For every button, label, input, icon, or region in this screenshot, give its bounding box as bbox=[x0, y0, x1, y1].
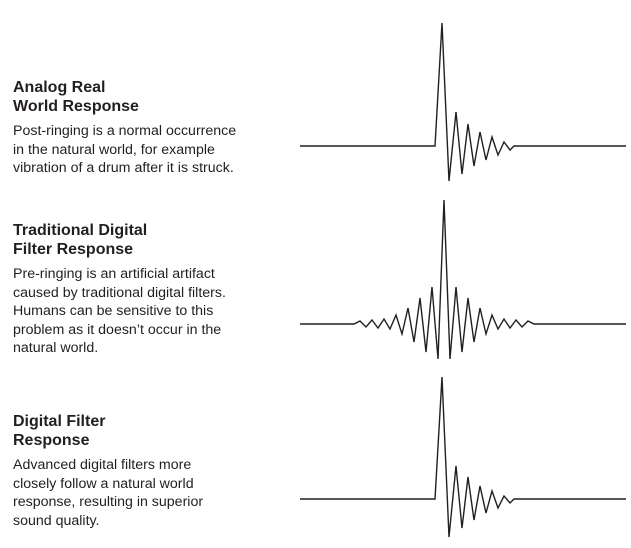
desc-line: problem as it doesn’t occur in the bbox=[13, 321, 222, 338]
analog-impulse-waveform bbox=[300, 22, 626, 182]
title-line: World Response bbox=[13, 98, 139, 115]
desc-line: Humans can be sensitive to this bbox=[13, 303, 214, 319]
title-line: Filter Response bbox=[13, 241, 134, 258]
desc-line: response, resulting in superior bbox=[13, 494, 204, 510]
digital-filter-description: Advanced digital filters more closely fo… bbox=[13, 456, 303, 530]
desc-line: vibration of a drum after it is struck. bbox=[13, 160, 234, 176]
digital-filter-section: Digital Filter Response Advanced digital… bbox=[13, 412, 303, 530]
desc-line: caused by traditional digital filters. bbox=[13, 284, 226, 301]
impulse-waveform-line bbox=[300, 22, 626, 182]
desc-line: sound quality. bbox=[13, 512, 100, 529]
traditional-filter-title: Traditional Digital Filter Response bbox=[13, 221, 303, 259]
title-line: Traditional Digital bbox=[13, 222, 148, 239]
impulse-waveform-line bbox=[300, 199, 626, 360]
analog-response-section: Analog Real World Response Post-ringing … bbox=[13, 78, 303, 178]
traditional-filter-section: Traditional Digital Filter Response Pre-… bbox=[13, 221, 303, 358]
digital-filter-impulse-waveform bbox=[300, 376, 626, 538]
title-line: Response bbox=[13, 432, 90, 449]
desc-line: Pre-ringing is an artificial artifact bbox=[13, 266, 215, 282]
impulse-waveform-line bbox=[300, 376, 626, 538]
desc-line: Post-ringing is a normal occurrence bbox=[13, 123, 237, 139]
traditional-impulse-waveform bbox=[300, 199, 626, 360]
desc-line: natural world. bbox=[13, 340, 99, 356]
desc-line: closely follow a natural world bbox=[13, 475, 194, 492]
analog-response-title: Analog Real World Response bbox=[13, 78, 303, 116]
digital-filter-title: Digital Filter Response bbox=[13, 412, 303, 450]
desc-line: in the natural world, for example bbox=[13, 141, 215, 158]
traditional-filter-description: Pre-ringing is an artificial artifact ca… bbox=[13, 265, 303, 358]
title-line: Digital Filter bbox=[13, 413, 106, 430]
title-line: Analog Real bbox=[13, 79, 106, 96]
desc-line: Advanced digital filters more bbox=[13, 457, 192, 473]
analog-response-description: Post-ringing is a normal occurrence in t… bbox=[13, 122, 303, 178]
